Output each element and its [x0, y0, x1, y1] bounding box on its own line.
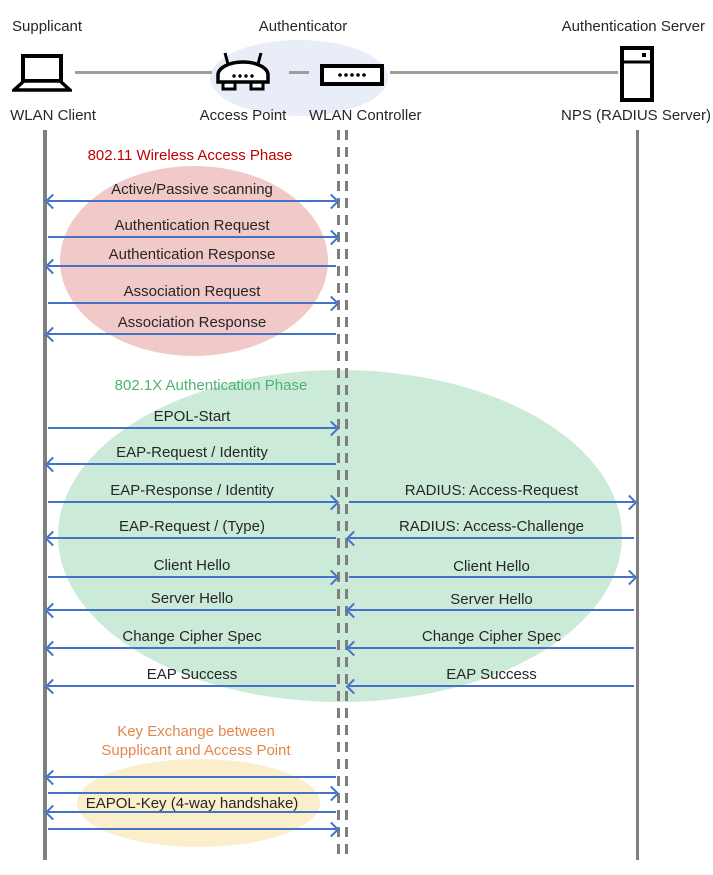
- msg-radius-access-challenge-label: RADIUS: Access-Challenge: [398, 518, 585, 535]
- msg-eapol-key-3-arrow: [44, 804, 336, 821]
- msg-eap-request-identity-arrow: [44, 456, 336, 473]
- msg-eapol-key-2-arrow: [48, 785, 340, 802]
- msg-eap-response-identity-arrow: [48, 494, 340, 511]
- msg-radius-access-challenge-arrow: [345, 530, 634, 547]
- msg-change-cipher-spec-right-arrow: [345, 640, 634, 657]
- laptop-icon: [9, 53, 75, 98]
- msg-server-hello-left-label: Server Hello: [150, 590, 234, 607]
- connector-client-to-ap: [75, 71, 212, 74]
- msg-eap-success-right-label: EAP Success: [446, 666, 537, 683]
- node-label-wlan-client: WLAN Client: [10, 107, 96, 124]
- msg-authentication-request-arrow: [48, 229, 340, 246]
- phase-title-key-exchange-line2: Supplicant and Access Point: [101, 742, 291, 759]
- msg-epol-start-label: EPOL-Start: [153, 408, 231, 425]
- msg-client-hello-left-label: Client Hello: [153, 557, 231, 574]
- msg-server-hello-right-label: Server Hello: [450, 591, 533, 608]
- role-label-authenticator: Authenticator: [258, 18, 348, 35]
- msg-client-hello-right-label: Client Hello: [453, 558, 530, 575]
- wlan-controller-icon: [320, 64, 384, 91]
- lifeline-wlan-client: [43, 130, 47, 860]
- msg-eapol-key-4-arrow: [48, 821, 340, 838]
- role-label-supplicant: Supplicant: [12, 18, 83, 35]
- phase-ellipse-8021x: [58, 370, 622, 702]
- msg-eap-response-identity-label: EAP-Response / Identity: [110, 482, 274, 499]
- msg-authentication-response-arrow: [44, 258, 336, 275]
- server-icon: [620, 46, 654, 107]
- msg-authentication-response-label: Authentication Response: [108, 246, 276, 263]
- msg-change-cipher-spec-right-label: Change Cipher Spec: [421, 628, 562, 645]
- msg-association-request-arrow: [48, 295, 340, 312]
- msg-server-hello-right-arrow: [345, 602, 634, 619]
- msg-eap-success-left-arrow: [44, 678, 336, 695]
- lifeline-radius-server: [636, 130, 639, 860]
- node-label-wlan-controller: WLAN Controller: [309, 107, 422, 124]
- msg-authentication-request-label: Authentication Request: [114, 217, 270, 234]
- msg-eapol-key-label: EAPOL-Key (4-way handshake): [85, 795, 299, 812]
- access-point-icon: [214, 50, 272, 101]
- lifeline-controller-dashed-2: [345, 130, 348, 860]
- phase-ellipse-key-exchange: [77, 759, 320, 847]
- msg-epol-start-arrow: [48, 420, 340, 437]
- node-label-access-point: Access Point: [199, 107, 287, 124]
- msg-server-hello-left-arrow: [44, 602, 336, 619]
- msg-change-cipher-spec-left-arrow: [44, 640, 336, 657]
- lifeline-controller-dashed-1: [337, 130, 340, 860]
- role-label-authentication-server: Authentication Server: [561, 18, 705, 35]
- msg-eap-request-type-arrow: [44, 530, 336, 547]
- msg-change-cipher-spec-left-label: Change Cipher Spec: [122, 628, 262, 645]
- msg-association-request-label: Association Request: [123, 283, 261, 300]
- msg-eap-request-type-label: EAP-Request / (Type): [119, 518, 265, 535]
- phase-ellipse-80211: [60, 166, 328, 356]
- connector-ap-to-controller: [289, 71, 309, 74]
- msg-client-hello-left-arrow: [48, 569, 340, 586]
- connector-controller-to-server: [390, 71, 618, 74]
- msg-active-passive-scanning-arrow: [44, 193, 340, 210]
- phase-title-80211: 802.11 Wireless Access Phase: [87, 147, 293, 164]
- msg-association-response-label: Association Response: [117, 314, 267, 331]
- msg-client-hello-right-arrow: [349, 569, 638, 586]
- msg-radius-access-request-arrow: [349, 494, 638, 511]
- msg-eap-success-left-label: EAP Success: [146, 666, 238, 683]
- msg-active-passive-scanning-label: Active/Passive scanning: [111, 181, 273, 198]
- msg-association-response-arrow: [44, 326, 336, 343]
- node-label-nps: NPS (RADIUS Server): [560, 107, 712, 124]
- msg-radius-access-request-label: RADIUS: Access-Request: [404, 482, 579, 499]
- msg-eapol-key-1-arrow: [44, 769, 336, 786]
- msg-eap-success-right-arrow: [345, 678, 634, 695]
- phase-title-key-exchange-line1: Key Exchange between: [117, 723, 275, 740]
- phase-title-8021x: 802.1X Authentication Phase: [114, 377, 308, 394]
- msg-eap-request-identity-label: EAP-Request / Identity: [116, 444, 268, 461]
